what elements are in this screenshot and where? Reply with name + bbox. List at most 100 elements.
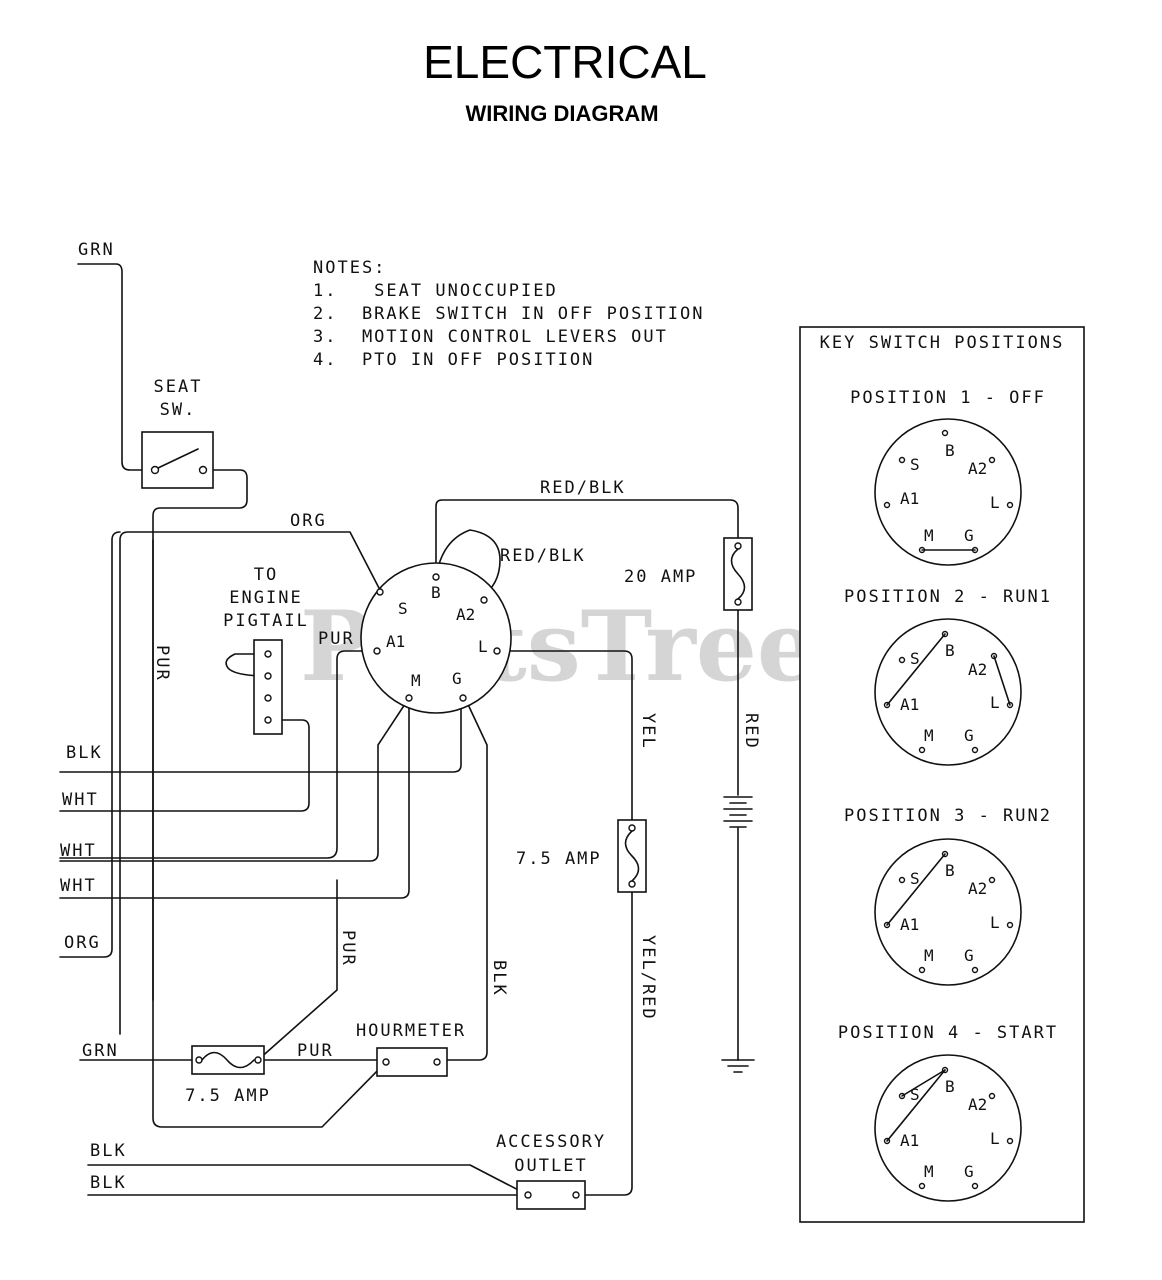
pin-label: G (964, 526, 974, 545)
hourmeter-label: HOURMETER (356, 1021, 466, 1041)
accessory-label: ACCESSORY (496, 1132, 606, 1152)
pin-label: S (910, 1085, 920, 1104)
fuse-20-label: 20 AMP (624, 567, 697, 587)
pin-label: M (924, 1162, 934, 1181)
battery-symbol (723, 796, 753, 828)
position-4-diagram: POSITION 4 - START B S A2 A1 L M G (838, 1023, 1058, 1202)
pin-label: B (945, 861, 955, 880)
pin-label: B (945, 641, 955, 660)
wire-blk (59, 697, 462, 773)
wire-label: PUR (152, 645, 172, 682)
position-label: POSITION 3 - RUN2 (844, 806, 1052, 826)
wire-label: ORG (64, 933, 101, 953)
wire-label: GRN (82, 1041, 119, 1061)
pin-label: M (924, 726, 934, 745)
pin-label: A1 (900, 489, 919, 508)
wire-label: RED/BLK (540, 478, 626, 498)
wire-label: WHT (62, 790, 99, 810)
position-label: POSITION 2 - RUN1 (844, 587, 1052, 607)
pin-label: G (964, 726, 974, 745)
pin-label: A1 (900, 695, 919, 714)
wires (59, 263, 739, 1196)
pin-label: S (910, 869, 920, 888)
note-item: 4. PTO IN OFF POSITION (313, 350, 594, 370)
position-1-diagram: POSITION 1 - OFF B S A2 A1 L M G (850, 388, 1046, 566)
wire-label: RED/BLK (500, 546, 586, 566)
ignition-switch: B S A2 A1 L M G (360, 562, 512, 714)
position-label: POSITION 4 - START (838, 1023, 1058, 1043)
pin-label: A1 (900, 1131, 919, 1150)
engine-label: ENGINE (229, 588, 302, 608)
wire-wht1 (59, 719, 310, 812)
pin-label: M (924, 946, 934, 965)
pin-label: L (990, 693, 1000, 712)
pin-s: S (398, 599, 408, 618)
wire-wht2 (59, 697, 410, 862)
wire-wht3 (59, 697, 410, 899)
wire-label: BLK (66, 743, 103, 763)
wire-label: PUR (297, 1041, 334, 1061)
position-label: POSITION 1 - OFF (850, 388, 1046, 408)
wire-yel-red (577, 884, 633, 1196)
wire-labels: GRN ORG RED/BLK RED/BLK PUR PUR BLK WHT … (60, 240, 761, 1193)
page-subtitle: WIRING DIAGRAM (465, 101, 658, 126)
pin-a1: A1 (386, 632, 405, 651)
wire-grn-top (77, 263, 156, 471)
engine-label: PIGTAIL (223, 611, 309, 631)
fuse-20-amp: 20 AMP (624, 537, 753, 611)
pin-label: A2 (968, 879, 987, 898)
key-switch-panel: KEY SWITCH POSITIONS POSITION 1 - OFF B … (799, 326, 1085, 1223)
pin-b: B (431, 583, 441, 602)
wire-label: YEL/RED (638, 935, 658, 1021)
pin-label: A2 (968, 1095, 987, 1114)
wire-yel (496, 650, 633, 823)
pin-label: M (924, 526, 934, 545)
wire-label: GRN (78, 240, 115, 260)
pin-l: L (478, 637, 488, 656)
wire-label: YEL (638, 713, 658, 750)
wire-label: RED (741, 713, 761, 750)
hourmeter: HOURMETER (356, 1021, 466, 1077)
fuse-7-5-amp-yel: 7.5 AMP (516, 819, 647, 893)
key-switch-heading: KEY SWITCH POSITIONS (820, 333, 1065, 353)
seat-switch: SEAT SW. (141, 377, 214, 489)
pin-label: A2 (968, 660, 987, 679)
pin-label: B (945, 1077, 955, 1096)
wire-org-left (59, 531, 121, 958)
pin-label: G (964, 1162, 974, 1181)
ground-symbol (721, 1059, 755, 1073)
pin-label: S (910, 649, 920, 668)
wire-org (119, 531, 381, 1035)
wire-pur-mid (257, 879, 338, 1061)
pin-a2: A2 (456, 605, 475, 624)
wire-seat-out (152, 469, 387, 1128)
fuse-7-5-amp-grn: 7.5 AMP (185, 1045, 271, 1106)
pin-label: L (990, 913, 1000, 932)
fuse-7-5-yel-label: 7.5 AMP (516, 849, 602, 869)
fuse-7-5-grn-label: 7.5 AMP (185, 1086, 271, 1106)
wire-pur-a1 (59, 650, 378, 859)
pin-m: M (411, 671, 421, 690)
note-item: 1. SEAT UNOCCUPIED (313, 281, 558, 301)
seat-switch-label: SW. (160, 400, 197, 420)
wire-label: BLK (90, 1173, 127, 1193)
pin-label: B (945, 441, 955, 460)
position-3-diagram: POSITION 3 - RUN2 B S A2 A1 L M G (844, 806, 1052, 986)
wire-label: ORG (290, 511, 327, 531)
wire-blk-mid (444, 697, 488, 1061)
wire-pigtail-loop (225, 653, 269, 677)
notes-block: NOTES: 1. SEAT UNOCCUPIED 2. BRAKE SWITC… (313, 258, 703, 370)
wire-label: BLK (90, 1141, 127, 1161)
wire-label: PUR (338, 930, 358, 967)
pin-label: A2 (968, 459, 987, 478)
pin-label: S (910, 455, 920, 474)
position-2-diagram: POSITION 2 - RUN1 B S A2 A1 L M G (844, 587, 1052, 766)
notes-heading: NOTES: (313, 258, 386, 278)
pin-label: G (964, 946, 974, 965)
pin-label: L (990, 493, 1000, 512)
pin-label: A1 (900, 915, 919, 934)
page-title: ELECTRICAL (423, 36, 707, 88)
pin-label: L (990, 1129, 1000, 1148)
wire-red-blk-loop (435, 529, 501, 599)
